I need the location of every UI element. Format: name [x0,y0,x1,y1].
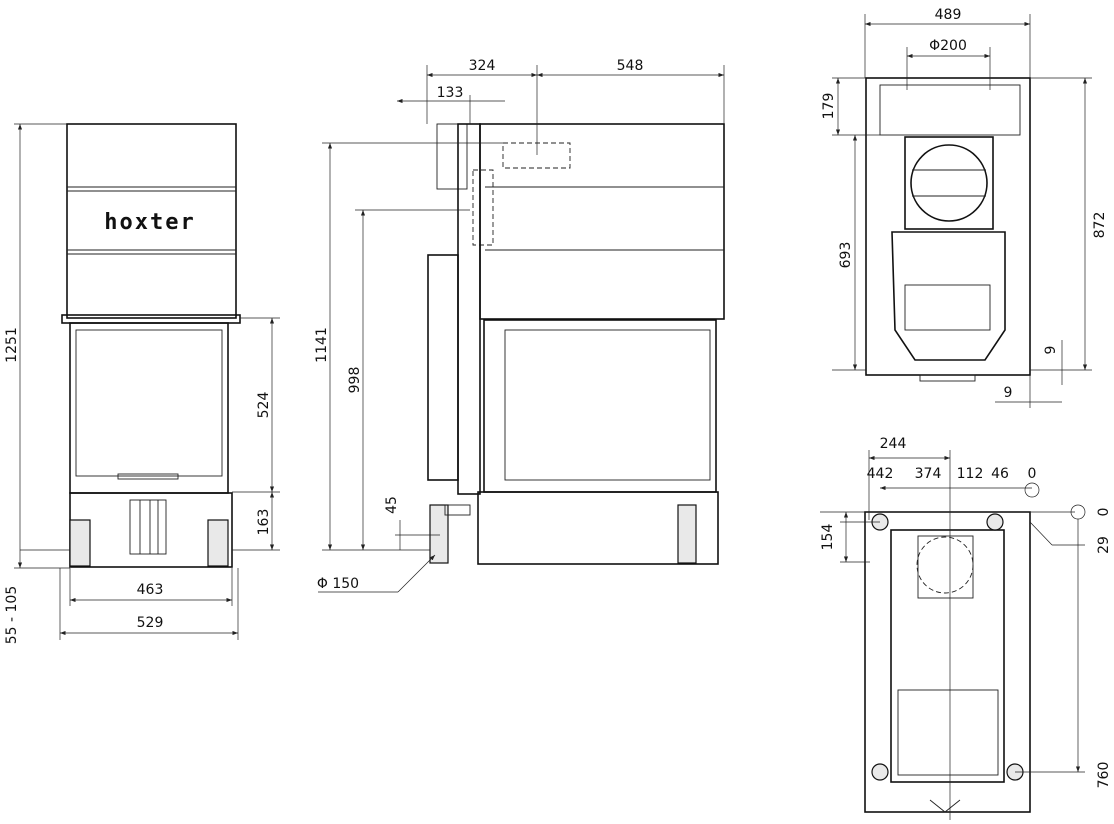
front-door [69,322,229,494]
dim-872: 872 [1092,212,1108,239]
side-door [483,319,717,493]
dim-693: 693 [838,242,854,269]
dim-548: 548 [617,58,644,74]
bottom-view: 244 442 374 112 46 0 0 29 154 760 [820,436,1112,820]
dim-244: 244 [880,436,907,452]
front-foot-left [69,519,91,567]
dim-29: 29 [1096,536,1112,554]
foot-front-right [986,513,1004,531]
dim-9-bottom: 9 [1004,385,1013,401]
dim-55-105: 55 - 105 [4,586,20,645]
dim-463: 463 [137,582,164,598]
bottom-body [864,511,1031,813]
dim-760: 760 [1096,762,1112,789]
inlet-circle [916,536,974,594]
dim-9-right: 9 [1043,346,1059,355]
front-foot-right [207,519,229,567]
dim-163: 163 [256,509,272,536]
side-base [477,491,719,565]
dim-45: 45 [384,496,400,514]
flue-plate [904,136,994,230]
dim-179: 179 [821,93,837,120]
origin-x-marker [1024,482,1040,498]
dim-0-y: 0 [1096,508,1112,517]
dim-324: 324 [469,58,496,74]
side-hood [479,123,725,320]
dim-442: 442 [867,466,894,482]
top-view: 489 Φ200 179 693 872 9 9 [821,7,1108,408]
dim-1141: 1141 [314,327,330,363]
dim-phi150: Φ 150 [317,576,359,592]
foot-rear-left [871,763,889,781]
dim-374: 374 [915,466,942,482]
dim-998: 998 [347,367,363,394]
hoxter-logo: hoxter [104,210,195,235]
dim-524: 524 [256,392,272,419]
dim-112: 112 [957,466,984,482]
flue-circle [910,144,988,222]
dim-154: 154 [820,524,836,551]
dim-0-x: 0 [1028,466,1037,482]
flue-outline [502,142,571,169]
side-view: 324 548 133 1141 998 45 Φ 150 [314,58,725,593]
front-hood [66,123,237,319]
dim-46: 46 [991,466,1009,482]
dim-489: 489 [935,7,962,23]
dim-phi200: Φ200 [929,38,967,54]
dim-529: 529 [137,615,164,631]
dim-133: 133 [437,85,464,101]
bottom-plate [890,529,1005,783]
front-view: hoxter 1251 55 - 105 524 163 463 529 [4,123,280,645]
dim-1251: 1251 [4,327,20,363]
